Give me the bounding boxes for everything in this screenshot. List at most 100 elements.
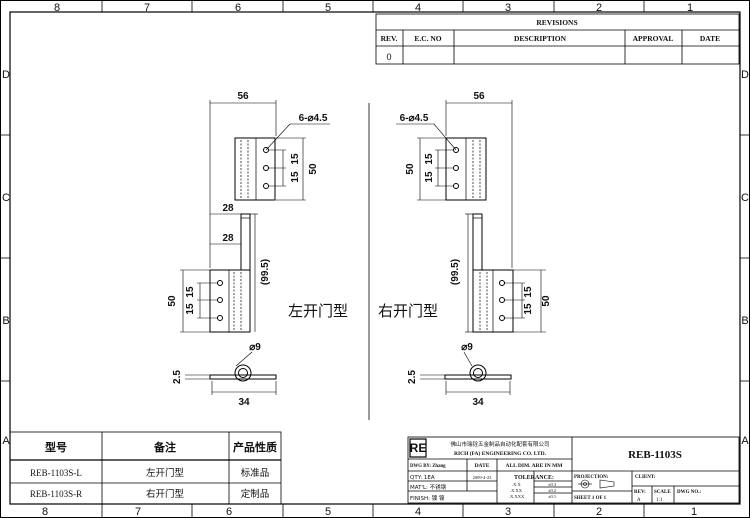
dwg-no-label: DWG NO.: (677, 490, 702, 495)
left-dim-lower-pitch-b: 15 (185, 286, 196, 298)
right-dimensions (396, 100, 546, 395)
sheet-count: SHEET 1 OF 1 (574, 496, 607, 501)
left-dim-lower-pitch-a: 15 (185, 303, 196, 315)
col-label-top: 5 (325, 2, 331, 14)
date-label: DATE (475, 463, 490, 469)
material: MAT'L: 不锈钢 (410, 483, 447, 491)
rev-value-block: A (637, 498, 641, 503)
col-label-bottom: 3 (505, 506, 511, 518)
rev-header: REV. (381, 34, 398, 43)
company-name-cn: 佛山市瑞铨五金制品自动化配套有限公司 (450, 440, 549, 448)
qty: QTY: 1EA (410, 475, 435, 481)
left-dim-pin-a: 28 (222, 203, 234, 214)
right-dim-total: (99.5) (450, 259, 461, 285)
left-dim-base: 34 (238, 397, 250, 408)
company-name-en: RICH (FA) ENGINEERING CO. LTD. (454, 450, 547, 457)
left-dimensions (180, 100, 330, 395)
left-dim-total: (99.5) (260, 259, 271, 285)
approval-header: APPROVAL (633, 34, 674, 43)
rev-value: 0 (386, 52, 391, 62)
part-number: REB-1103S (628, 449, 682, 461)
parts-row-type: 标准品 (241, 467, 270, 479)
tol-x: .X.X (512, 482, 521, 487)
tolerance-label: TOLERANCE: (514, 475, 554, 481)
row-label-right: C (741, 192, 749, 204)
inner-border (9, 11, 741, 505)
right-dim-pitch-b: 15 (424, 153, 435, 165)
left-dim-pin-b: 28 (222, 233, 234, 244)
right-dim-lower-pitch-b: 15 (523, 286, 534, 298)
right-view-label: 右开门型 (378, 302, 438, 320)
tol-x-val: ±0.3 (548, 482, 557, 487)
parts-row-model: REB-1103S-L (30, 468, 82, 478)
col-label-top: 3 (505, 2, 511, 14)
parts-header-note: 备注 (153, 440, 176, 454)
projection-label: PROJECTION: (574, 475, 609, 480)
row-label-left: D (2, 69, 10, 81)
parts-header-model: 型号 (45, 440, 67, 454)
col-label-top: 7 (144, 2, 150, 14)
ecno-header: E.C. NO (414, 34, 441, 43)
right-dim-thk: 2.5 (407, 370, 418, 384)
col-label-bottom: 7 (135, 506, 141, 518)
col-label-bottom: 5 (325, 506, 331, 518)
col-label-bottom: 6 (226, 506, 232, 518)
scale-label: SCALE (654, 490, 671, 495)
row-label-right: D (741, 69, 749, 81)
date-value: 2009-4-23 (473, 475, 492, 480)
tol-xx-val: ±0.2 (548, 488, 556, 493)
parts-row-type: 定制品 (241, 488, 270, 500)
col-label-top: 6 (235, 2, 241, 14)
title-block (407, 436, 740, 504)
left-dim-pitch-a: 15 (290, 171, 301, 183)
projection-symbol (578, 479, 615, 489)
revisions-title: REVISIONS (536, 18, 577, 27)
left-dim-width: 56 (237, 91, 249, 102)
right-dim-width: 56 (473, 91, 485, 102)
parts-header-type: 产品性质 (233, 440, 277, 454)
rev-label: REV: (634, 490, 646, 495)
finish: FINISH: 镀 镍 (410, 494, 445, 502)
client-label: CLIENT: (635, 475, 656, 480)
left-dim-pitch-b: 15 (290, 153, 301, 165)
col-label-top: 2 (596, 2, 602, 14)
col-label-bottom: 4 (415, 506, 421, 518)
parts-table (9, 431, 282, 505)
revisions-table (375, 13, 740, 65)
left-view-label: 左开门型 (288, 302, 348, 320)
parts-row-note: 右开门型 (146, 488, 185, 500)
description-header: DESCRIPTION (514, 34, 567, 43)
all-dim-note: ALL DIM. ARE IN MM (506, 463, 564, 469)
row-label-right: A (741, 435, 749, 447)
left-dim-lower-height: 50 (167, 295, 178, 307)
date-header: DATE (700, 34, 720, 43)
right-dim-holes: 6-⌀4.5 (400, 113, 429, 124)
col-label-bottom: 2 (596, 506, 602, 518)
right-dim-lower-pitch-a: 15 (523, 303, 534, 315)
col-label-top: 8 (54, 2, 60, 14)
left-hinge-drawing (209, 137, 277, 382)
dwg-by: DWG BY: Zhang (410, 464, 446, 469)
row-label-left: C (2, 192, 10, 204)
company-logo: RE (410, 441, 427, 455)
row-label-left: A (2, 435, 10, 447)
tol-xxx-val: ±0.1 (548, 494, 556, 499)
right-dim-pitch-a: 15 (424, 171, 435, 183)
left-dim-dia: ⌀9 (249, 342, 261, 353)
tol-xxx: .X.XXX (509, 494, 525, 499)
right-dim-lower-height: 50 (541, 295, 552, 307)
tol-xx: .X.XX (510, 488, 523, 493)
col-label-bottom: 1 (691, 506, 697, 518)
left-dim-height: 50 (308, 163, 319, 175)
row-label-left: B (2, 315, 9, 327)
scale-value: 1:1 (656, 498, 663, 503)
parts-row-note: 左开门型 (146, 467, 185, 479)
right-dim-base: 34 (472, 397, 484, 408)
col-label-bottom: 8 (42, 506, 48, 518)
row-label-right: B (741, 315, 748, 327)
right-dim-dia: ⌀9 (461, 342, 473, 353)
col-label-top: 4 (415, 2, 421, 14)
left-dim-holes: 6-⌀4.5 (299, 113, 328, 124)
